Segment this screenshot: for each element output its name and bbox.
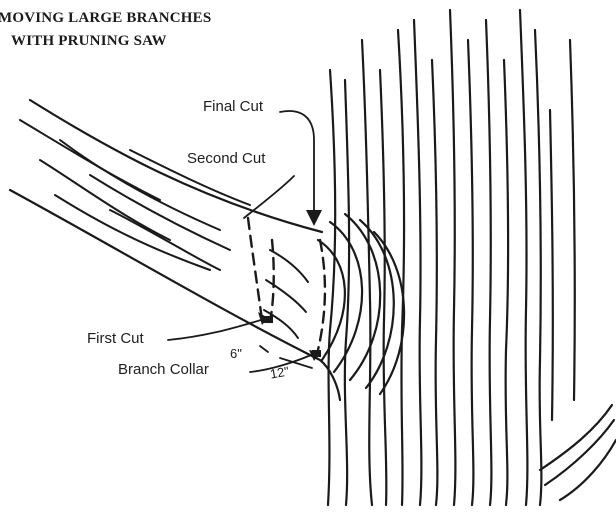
dimension-label-first: 6" (230, 346, 242, 361)
branch-collar-label: Branch Collar (118, 361, 209, 378)
trunk-bark-lines (328, 10, 575, 505)
final-cut-label: Final Cut (203, 98, 263, 115)
cut-lines (248, 218, 325, 358)
dim-6-leader (260, 346, 268, 352)
collar-marker (312, 350, 321, 357)
branch-outline (10, 100, 340, 400)
branch-collar-rings (318, 214, 404, 394)
second-cut-label: Second Cut (187, 150, 265, 167)
first-cut-leader (168, 318, 268, 340)
arrowheads (258, 210, 322, 361)
second-cut-line (248, 218, 262, 320)
final-cut-leader (280, 111, 314, 210)
final-cut-line (316, 240, 325, 358)
final-cut-arrowhead (306, 210, 322, 226)
diagram-title-line-1: MOVING LARGE BRANCHES (0, 10, 211, 27)
second-cut-leader (244, 176, 294, 218)
diagram-title-line-2: WITH PRUNING SAW (11, 33, 167, 50)
first-cut-marker (263, 316, 273, 323)
first-cut-label: First Cut (87, 330, 144, 347)
